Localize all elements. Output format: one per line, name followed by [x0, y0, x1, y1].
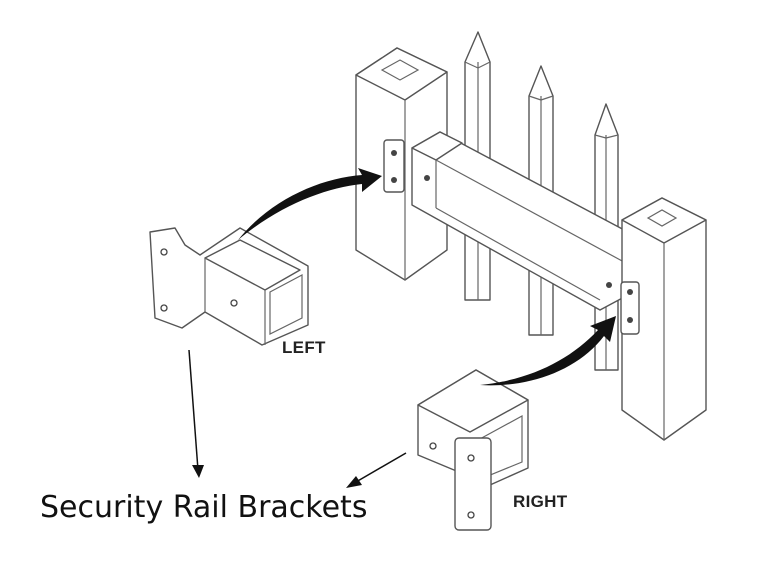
- callout-arrow-right: [346, 452, 407, 488]
- caption: Security Rail Brackets: [40, 490, 368, 525]
- mounted-right-bracket: [606, 281, 640, 335]
- rail: [411, 131, 629, 311]
- left-bracket-label: LEFT: [282, 338, 326, 357]
- callout-arrow-left: [188, 349, 204, 478]
- left-bracket: [149, 227, 309, 346]
- mounted-left-bracket: [383, 139, 430, 193]
- right-bracket-label: RIGHT: [513, 492, 568, 511]
- assembly-arrow-right: [480, 316, 616, 386]
- assembly-arrow-left: [238, 168, 382, 240]
- right-bracket: [417, 369, 529, 531]
- right-post: [621, 197, 707, 441]
